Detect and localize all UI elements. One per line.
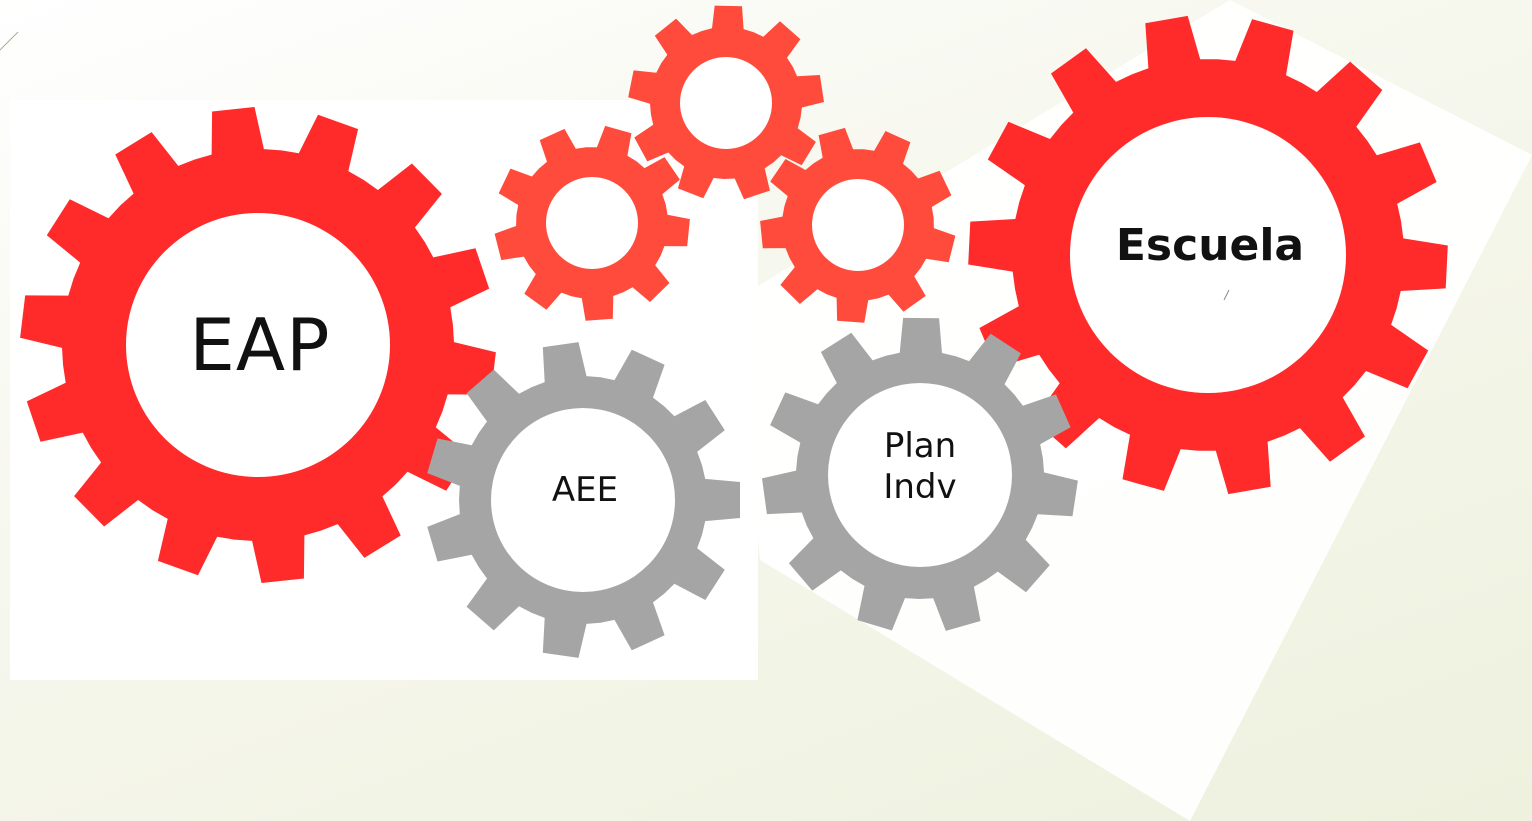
gear-label-eap: EAP — [189, 303, 331, 387]
gear-small-top — [628, 5, 824, 200]
gear-plan-indv — [762, 317, 1078, 631]
gear-label-plan-line1: Plan — [883, 426, 957, 466]
corner-decor-line — [0, 31, 19, 51]
gear-plan-indv-hole — [828, 383, 1012, 567]
escuela-decor-tick — [1223, 289, 1230, 301]
gear-eap-hole — [126, 213, 390, 477]
gear-aee-hole — [491, 408, 675, 592]
gear-label-aee: AEE — [551, 470, 619, 510]
gear-escuela-hole — [1070, 117, 1346, 393]
gear-label-escuela: Escuela — [1115, 220, 1305, 271]
gear-aee — [427, 342, 740, 658]
gear-small-left-hole — [546, 177, 638, 269]
gear-label-plan-indv: Plan Indv — [850, 426, 990, 508]
gear-escuela — [968, 15, 1448, 495]
gear-eap — [20, 107, 496, 583]
gear-label-plan-line2: Indv — [883, 466, 957, 507]
gear-small-top-hole — [680, 57, 772, 149]
gear-small-left — [494, 125, 690, 321]
gear-small-right — [760, 127, 956, 323]
gear-small-right-hole — [812, 179, 904, 271]
